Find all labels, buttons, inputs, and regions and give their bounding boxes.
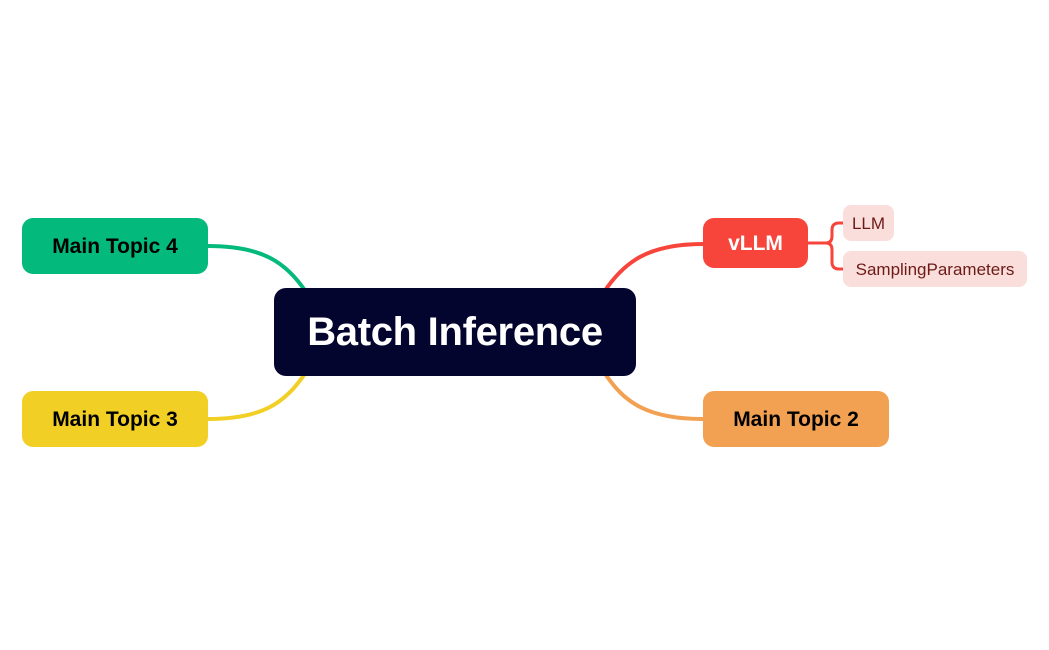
- mindmap-node-vllm[interactable]: vLLM: [703, 218, 808, 268]
- node-label: SamplingParameters: [855, 259, 1015, 279]
- edge-root-topic3: [206, 370, 308, 421]
- node-label: vLLM: [728, 231, 783, 255]
- node-label: Main Topic 3: [52, 407, 178, 431]
- node-label: LLM: [851, 213, 886, 233]
- edge-root-vllm: [602, 242, 705, 294]
- edge-root-topic4: [206, 244, 308, 294]
- edge-vllm-llm: [806, 221, 845, 245]
- node-label: Main Topic 4: [52, 234, 178, 258]
- node-label: Main Topic 2: [733, 407, 859, 431]
- edge-root-topic2: [602, 370, 705, 421]
- mindmap-node-sampling-parameters[interactable]: SamplingParameters: [843, 251, 1027, 287]
- mindmap-node-root[interactable]: Batch Inference: [274, 288, 636, 376]
- mindmap-node-main-topic-4[interactable]: Main Topic 4: [22, 218, 208, 274]
- mindmap-node-llm[interactable]: LLM: [843, 205, 894, 241]
- mindmap-node-main-topic-3[interactable]: Main Topic 3: [22, 391, 208, 447]
- node-label: Batch Inference: [307, 310, 603, 354]
- mindmap-node-main-topic-2[interactable]: Main Topic 2: [703, 391, 889, 447]
- edge-vllm-sampling: [824, 241, 845, 271]
